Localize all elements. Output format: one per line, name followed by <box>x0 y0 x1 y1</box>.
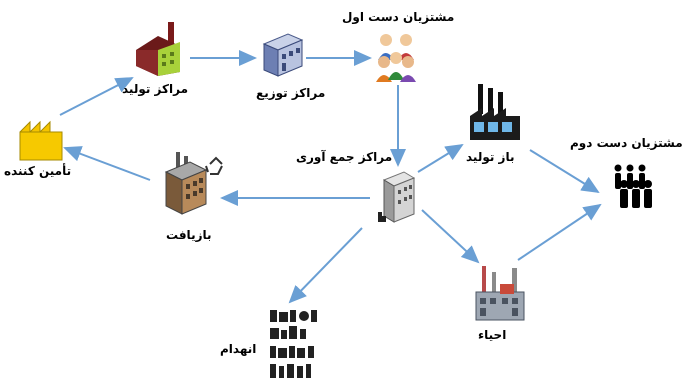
refurbish-node <box>474 262 526 324</box>
first-customers-node <box>372 30 420 84</box>
distribution-node <box>258 30 306 80</box>
scrap-pile-icon <box>270 310 317 378</box>
collection-node <box>376 170 416 226</box>
factory-green-icon <box>136 22 180 76</box>
collection-building-icon <box>378 171 416 223</box>
arrow-recycling-to-supplier <box>63 146 151 181</box>
people-silhouette-icon <box>614 164 652 208</box>
recycling-label: بازیافت <box>166 228 212 242</box>
disposal-label: انهدام <box>220 342 257 356</box>
customer-group-icon <box>376 34 416 82</box>
supplier-node <box>18 118 64 162</box>
arrow-collection-to-disposal <box>288 227 363 304</box>
arrow-refurbish-to-second-customers <box>517 203 602 261</box>
remanufacture-label: باز تولید <box>466 150 515 164</box>
production-node <box>132 20 184 78</box>
industrial-plant-icon <box>475 266 525 321</box>
recycling-node <box>162 148 224 224</box>
disposal-node <box>268 306 320 382</box>
production-label: مراکز تولید <box>122 82 188 96</box>
remanufacture-node <box>466 82 524 144</box>
second-customers-label: مشتزیان دست دوم <box>570 136 683 150</box>
recycle-plant-icon <box>164 152 223 215</box>
first-customers-label: مشتزیان دست اول <box>342 10 455 24</box>
refurbish-label: احیاء <box>478 328 507 342</box>
arrow-remanufacture-to-second-customers <box>529 149 600 194</box>
collection-label: مراکز جمع آوری <box>296 150 393 164</box>
warehouse-icon <box>262 33 304 77</box>
factory-blue-icon <box>470 84 520 140</box>
arrow-collection-to-refurbish <box>421 209 480 264</box>
second-customers-node <box>610 162 656 210</box>
distribution-label: مراکز توزیع <box>256 86 326 100</box>
arrow-supplier-to-production <box>59 77 134 116</box>
supplier-label: تأمین کننده <box>4 164 72 178</box>
arrow-collection-to-remanufacture <box>417 143 464 173</box>
factory-yellow-icon <box>19 120 63 161</box>
